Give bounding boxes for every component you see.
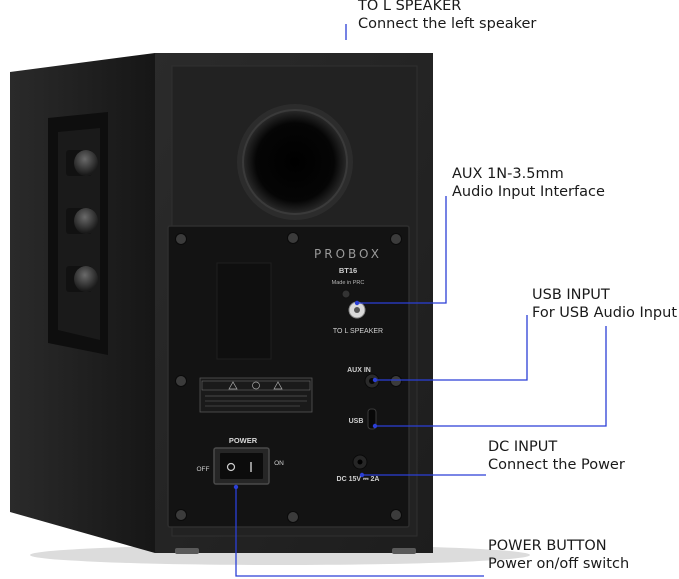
model-label: BT16: [339, 266, 357, 275]
leader-usb-right: [375, 326, 607, 427]
callout-usb: USB INPUT For USB Audio Input: [532, 286, 677, 322]
dc-jack[interactable]: [352, 454, 368, 470]
power-off-label: OFF: [197, 466, 210, 473]
brand-logo: PROBOX: [314, 247, 382, 261]
dc-port-label: DC 15V ⎓ 2A: [337, 476, 380, 483]
callout-dc-title: DC INPUT: [488, 439, 558, 455]
callout-to-l-speaker-title: TO L SPEAKER: [358, 0, 462, 14]
callout-aux-title: AUX 1N-3.5mm: [452, 166, 564, 182]
warning-sticker: [199, 377, 313, 413]
leader-usb: [375, 315, 528, 381]
to-l-speaker-port-label: TO L SPEAKER: [333, 328, 383, 335]
callout-power-desc: Power on/off switch: [488, 556, 630, 572]
leader-lines: [235, 24, 607, 577]
usb-port-label: USB: [349, 418, 364, 425]
callout-usb-desc: For USB Audio Input: [532, 305, 678, 321]
power-switch[interactable]: [213, 447, 270, 485]
power-switch-label: POWER: [229, 436, 258, 445]
callout-usb-title: USB INPUT: [532, 287, 610, 303]
bass-knob: [66, 208, 98, 234]
volume-knob: [66, 150, 98, 176]
callout-aux-desc: Audio Input Interface: [452, 184, 605, 200]
bass-port: [237, 104, 353, 220]
treble-knob: [66, 266, 98, 292]
power-on-label: ON: [274, 460, 284, 467]
leader-power: [235, 487, 484, 577]
origin-label: Made in PRC: [332, 280, 365, 286]
cabinet-feet: [175, 548, 416, 554]
callout-power-title: POWER BUTTON: [488, 538, 607, 554]
callout-dc: DC INPUT Connect the Power: [488, 438, 625, 474]
leader-dots: [233, 300, 378, 490]
aux-in-port-label: AUX IN: [347, 367, 371, 374]
callout-power: POWER BUTTON Power on/off switch: [488, 537, 629, 573]
panel-screws: [175, 232, 402, 523]
usb-c-port[interactable]: [367, 408, 377, 430]
callout-to-l-speaker-desc: Connect the left speaker: [358, 16, 537, 32]
speaker-terminal[interactable]: [341, 289, 366, 319]
callout-to-l-speaker: TO L SPEAKER Connect the left speaker: [358, 0, 536, 33]
callout-aux: AUX 1N-3.5mm Audio Input Interface: [452, 165, 605, 201]
leader-aux: [357, 196, 447, 304]
callout-dc-desc: Connect the Power: [488, 457, 625, 473]
label-recess: [216, 262, 272, 360]
